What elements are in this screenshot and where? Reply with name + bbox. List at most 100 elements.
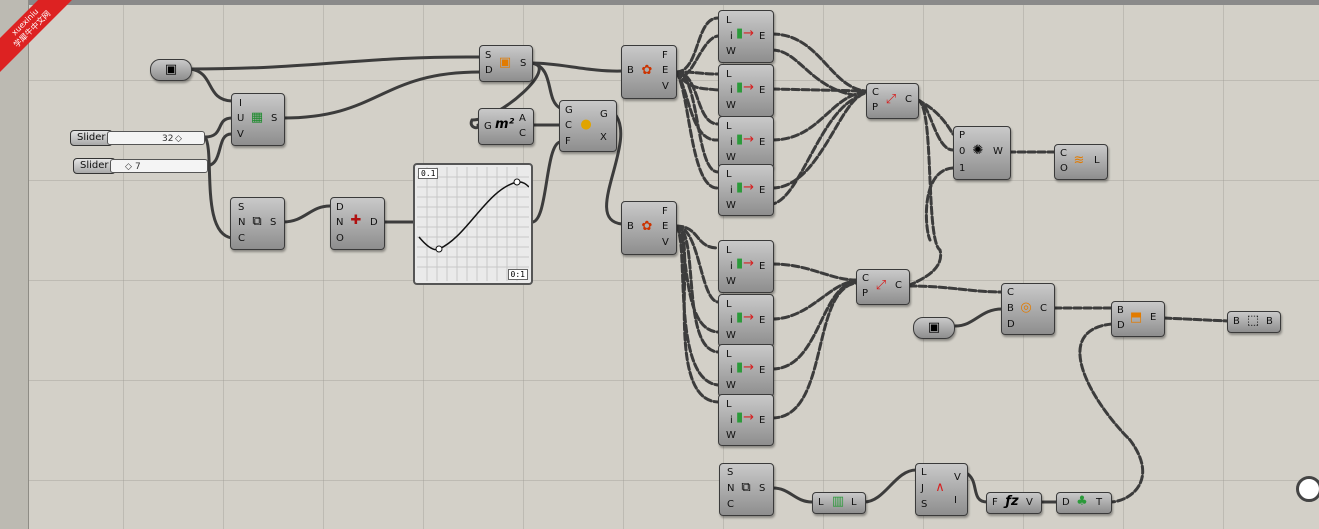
series-icon: ⧉ [252, 214, 262, 229]
input-label: N [238, 217, 246, 228]
input-label: G [565, 105, 573, 116]
output-label: E [759, 365, 766, 376]
output-label: E [759, 31, 766, 42]
tree-sprout-icon: ♣ [1076, 494, 1088, 509]
input-label: L [726, 169, 732, 180]
divide-surface-icon: ▦ [250, 110, 264, 125]
input-label: W [726, 46, 736, 57]
wire [530, 61, 562, 110]
input-label: G [484, 121, 492, 132]
input-label: i [730, 315, 733, 326]
graph-mapper[interactable]: 0.1 0:1 [413, 163, 533, 285]
brep-edges-component-1[interactable]: B ✿ F E V [621, 45, 677, 99]
input-label: W [726, 430, 736, 441]
wire-dashed [770, 87, 868, 93]
join-curves-component-1[interactable]: C P ⤢ C [866, 83, 919, 119]
area-component[interactable]: G m² A C [478, 108, 534, 145]
slider-label: Slider [70, 130, 113, 146]
join-curves-component-2[interactable]: C P ⤢ C [856, 269, 910, 305]
wire [862, 468, 918, 504]
tree-component[interactable]: D ♣ T [1056, 492, 1112, 514]
canvas-navigator-icon[interactable] [1296, 476, 1319, 502]
series-component-1[interactable]: S N C ⧉ S [230, 197, 285, 250]
series-component-2[interactable]: S N C ⧉ S [719, 463, 774, 516]
input-label: S [727, 467, 734, 478]
input-label: D [1062, 497, 1070, 508]
output-label: C [895, 280, 902, 291]
input-label: i [730, 31, 733, 42]
input-label: i [730, 415, 733, 426]
cap-holes-component[interactable]: B D ⬒ E [1111, 301, 1165, 337]
input-label: P [862, 288, 869, 299]
expression-component[interactable]: F ƒz V [986, 492, 1042, 514]
input-label: C [727, 499, 734, 510]
graph-plot[interactable] [417, 167, 529, 281]
input-label: W [726, 380, 736, 391]
input-label: L [726, 121, 732, 132]
input-label: J [921, 483, 924, 494]
output-label: B [1266, 316, 1273, 327]
input-label: L [726, 15, 732, 26]
output-label: C [519, 128, 526, 139]
wire-dashed [674, 70, 720, 92]
output-label: F [662, 206, 668, 217]
boundary-icon: ◎ [1020, 300, 1032, 315]
boundary-component[interactable]: C B D ◎ C [1001, 283, 1055, 335]
loft-component[interactable]: C O ≋ L [1054, 144, 1108, 180]
output-label: D [370, 217, 378, 228]
input-label: D [485, 65, 493, 76]
cap-holes-icon: ⬒ [1129, 310, 1143, 325]
output-label: C [905, 94, 912, 105]
output-label: E [1150, 312, 1157, 323]
extend-arrow-icon: ▮→ [736, 80, 755, 95]
divide-surface-component[interactable]: I U V ▦ S [231, 93, 285, 146]
input-label: i [730, 85, 733, 96]
sweep-component[interactable]: P 0 1 ✺ W [953, 126, 1011, 180]
slider-grip-icon[interactable]: ◇ [175, 134, 182, 144]
input-label: B [1117, 305, 1124, 316]
input-label: i [730, 185, 733, 196]
list-length-component[interactable]: L ▥ L [812, 492, 866, 514]
number-slider-1[interactable]: Slider 32 ◇ [70, 130, 206, 146]
slider-grip-icon[interactable]: ◇ [125, 162, 132, 172]
spheres-icon: ● [580, 117, 592, 132]
pulse-component[interactable]: L J S ∧ V I [915, 463, 968, 516]
slider-track[interactable]: 32 ◇ [107, 131, 205, 145]
remap-component[interactable]: D N O ✚ D [330, 197, 385, 250]
output-label: C [1040, 303, 1047, 314]
input-label: S [921, 499, 928, 510]
slider-track[interactable]: ◇ 7 [110, 159, 208, 173]
move-geometry-component[interactable]: G C F ● G X [559, 100, 617, 152]
number-slider-2[interactable]: Slider ◇ 7 [73, 158, 209, 174]
input-label: O [336, 233, 344, 244]
area-m2-icon: m² [495, 117, 515, 132]
output-label: W [993, 146, 1003, 157]
input-label: D [336, 202, 344, 213]
input-label: L [726, 399, 732, 410]
output-label: S [271, 113, 278, 124]
param-node-2[interactable]: ▣ [913, 317, 955, 339]
surface-point-component[interactable]: S D ▣ S [479, 45, 533, 82]
wire-dashed [770, 32, 868, 93]
brep-param-component[interactable]: B ⬚ B [1227, 311, 1281, 333]
input-label: W [726, 330, 736, 341]
loft-icon: ≋ [1073, 153, 1085, 168]
extend-arrow-icon: ▮→ [736, 410, 755, 425]
brep-edges-component-2[interactable]: B ✿ F E V [621, 201, 677, 255]
input-label: B [627, 65, 634, 76]
param-node-1[interactable]: ▣ [150, 59, 192, 81]
extend-arrow-icon: ▮→ [736, 132, 755, 147]
output-label: S [759, 483, 766, 494]
output-label: X [600, 132, 607, 143]
input-label: C [238, 233, 245, 244]
wire-dashed [770, 91, 868, 190]
wire-dashed [674, 16, 720, 74]
